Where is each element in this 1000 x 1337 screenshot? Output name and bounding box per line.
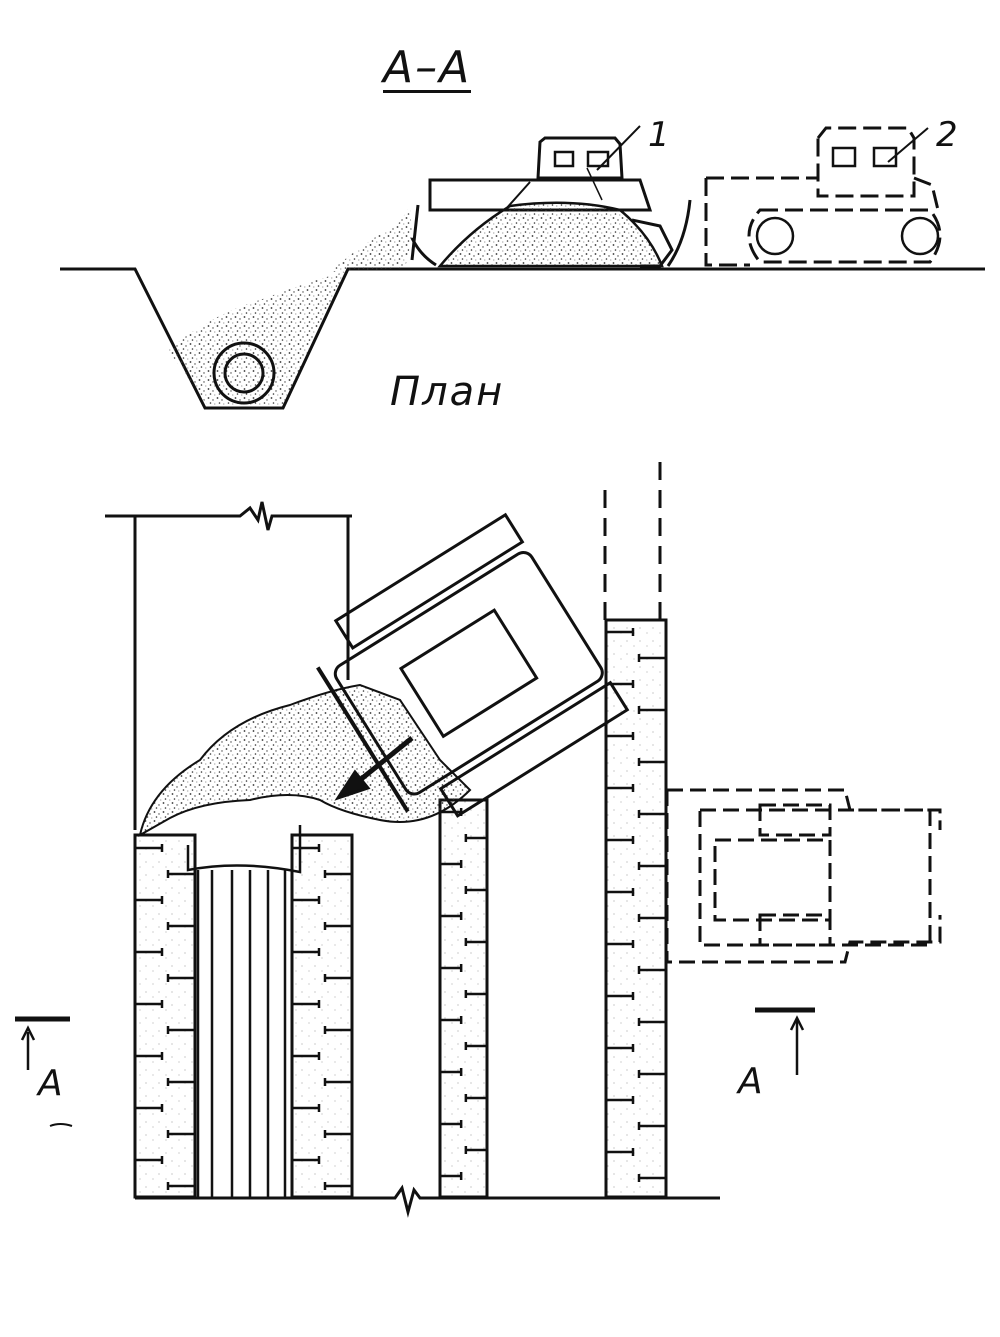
callout-1-leader	[596, 125, 641, 171]
pipe-plan	[186, 825, 302, 1197]
top-break-line	[105, 501, 352, 531]
soil-heap	[437, 201, 664, 268]
bulldozer-1	[410, 136, 692, 268]
wall-hatching	[135, 628, 666, 1190]
cut-marker-right	[755, 1007, 815, 1075]
section-title-underline	[383, 90, 471, 93]
pipe-outer	[212, 341, 276, 405]
wall-strip-center	[290, 833, 354, 1199]
cut-right-label: А	[738, 1061, 763, 1102]
tractor-2	[704, 126, 942, 267]
bulldozer-plan	[316, 512, 630, 818]
wall-strip-left	[133, 833, 197, 1199]
plan-label: План	[390, 369, 505, 415]
wall-strip-right	[604, 618, 668, 1199]
backfill-slope	[330, 205, 412, 272]
pipe-inner	[223, 352, 265, 394]
cut-left-label: А	[38, 1063, 63, 1104]
plan-view	[15, 462, 942, 1218]
plan-backfill	[138, 683, 472, 837]
tractor-plan	[665, 788, 942, 964]
tractor-2-details	[755, 146, 940, 256]
push-direction-arrow	[358, 736, 414, 782]
ground-line	[60, 267, 985, 410]
wall-strip-mid	[438, 798, 489, 1199]
cut-marker-left	[15, 1016, 73, 1127]
bottom-break-line	[135, 1184, 720, 1218]
callout-2-label: 2	[936, 115, 958, 155]
callout-2-leader	[887, 127, 929, 163]
section-title: А–А	[383, 42, 472, 93]
trench-backfill	[168, 272, 345, 405]
section-view	[60, 125, 985, 410]
callout-1-label: 1	[648, 115, 670, 155]
